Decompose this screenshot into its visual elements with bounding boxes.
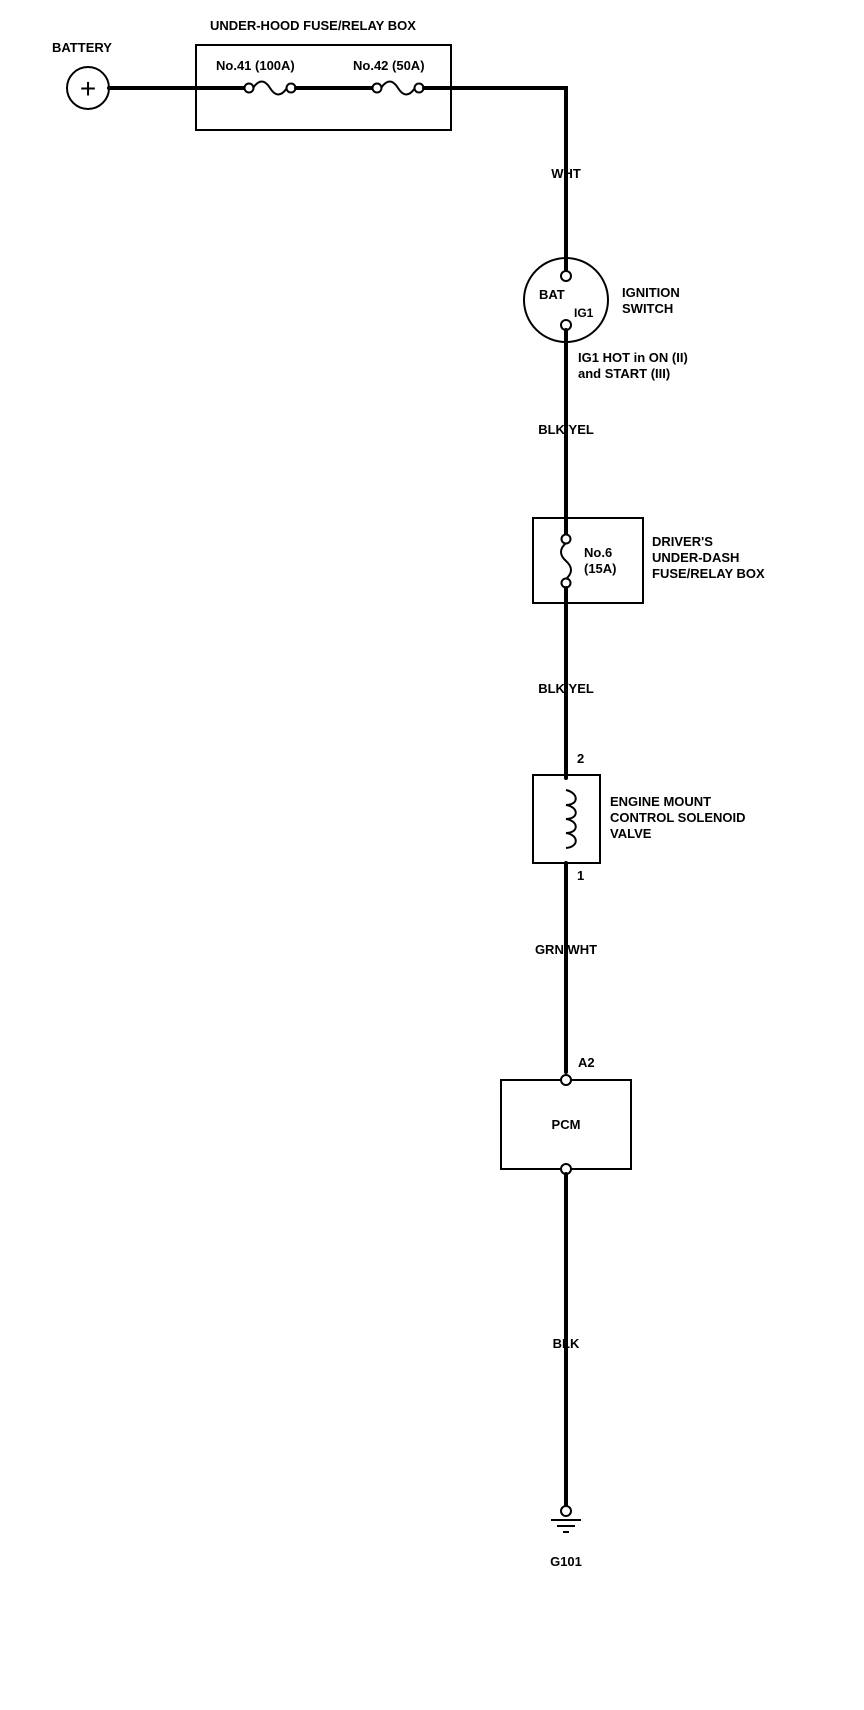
battery-label: BATTERY bbox=[52, 40, 112, 55]
fuse-6-element bbox=[560, 542, 572, 580]
solenoid-pin-2: 2 bbox=[577, 751, 584, 766]
underdash-box-label-line3: FUSE/RELAY BOX bbox=[652, 566, 765, 581]
wire-label-grn-wht: GRN/WHT bbox=[535, 942, 597, 957]
ignition-switch: BAT IG1 IGNITION SWITCH IG1 HOT in ON (I… bbox=[523, 257, 688, 381]
ground-label: G101 bbox=[550, 1554, 582, 1569]
solenoid-coil bbox=[565, 789, 577, 849]
ground-terminal bbox=[560, 1505, 572, 1517]
fuse-41-element bbox=[252, 80, 288, 96]
ignition-ig1-label: IG1 bbox=[574, 306, 594, 320]
ignition-bat-terminal bbox=[560, 270, 572, 282]
fuse-42-terminal-left bbox=[371, 82, 383, 94]
fuse-6-label-line1: No.6 bbox=[584, 545, 612, 560]
ignition-bat-label: BAT bbox=[539, 287, 565, 302]
wire-label-blk-yel-upper: BLK/YEL bbox=[538, 422, 594, 437]
ignition-switch-name-line2: SWITCH bbox=[622, 301, 673, 316]
pcm-terminal-a2 bbox=[560, 1074, 572, 1086]
underdash-box-label-line1: DRIVER'S bbox=[652, 534, 713, 549]
pcm-pin-a2: A2 bbox=[578, 1055, 595, 1070]
fuse-41-label: No.41 (100A) bbox=[216, 58, 295, 73]
solenoid-label-line2: CONTROL SOLENOID bbox=[610, 810, 746, 825]
fuse-42-label: No.42 (50A) bbox=[353, 58, 425, 73]
battery-plus-symbol: + bbox=[80, 73, 96, 104]
fuse-6-terminal-top bbox=[560, 533, 572, 545]
engine-mount-solenoid-valve: 2 1 ENGINE MOUNT CONTROL SOLENOID VALVE bbox=[532, 751, 746, 883]
wire-label-blk-yel-lower: BLK/YEL bbox=[538, 681, 594, 696]
pcm-label: PCM bbox=[552, 1117, 581, 1132]
ignition-note-line1: IG1 HOT in ON (II) bbox=[578, 350, 688, 365]
fuse-6-label-line2: (15A) bbox=[584, 561, 617, 576]
wire-label-wht: WHT bbox=[551, 166, 581, 181]
fuse-41-terminal-left bbox=[243, 82, 255, 94]
underdash-fuse-relay-box: No.6 (15A) DRIVER'S UNDER-DASH FUSE/RELA… bbox=[532, 517, 765, 604]
solenoid-pin-1: 1 bbox=[577, 868, 584, 883]
fuse-42-element bbox=[380, 80, 416, 96]
pcm: A2 PCM bbox=[500, 1055, 632, 1175]
underdash-box-outline bbox=[532, 517, 644, 604]
wht-wire bbox=[422, 86, 568, 274]
solenoid-label-line3: VALVE bbox=[610, 826, 652, 841]
ignition-switch-name-line1: IGNITION bbox=[622, 285, 680, 300]
wire-label-blk: BLK bbox=[553, 1336, 580, 1351]
underdash-box-label-line2: UNDER-DASH bbox=[652, 550, 739, 565]
underhood-fuse-relay-box: UNDER-HOOD FUSE/RELAY BOX No.41 (100A) N… bbox=[195, 18, 452, 131]
ground-g101: G101 bbox=[550, 1505, 582, 1569]
battery: BATTERY + bbox=[52, 40, 112, 110]
ignition-note-line2: and START (III) bbox=[578, 366, 670, 381]
solenoid-label-line1: ENGINE MOUNT bbox=[610, 794, 711, 809]
underhood-box-label: UNDER-HOOD FUSE/RELAY BOX bbox=[210, 18, 416, 33]
